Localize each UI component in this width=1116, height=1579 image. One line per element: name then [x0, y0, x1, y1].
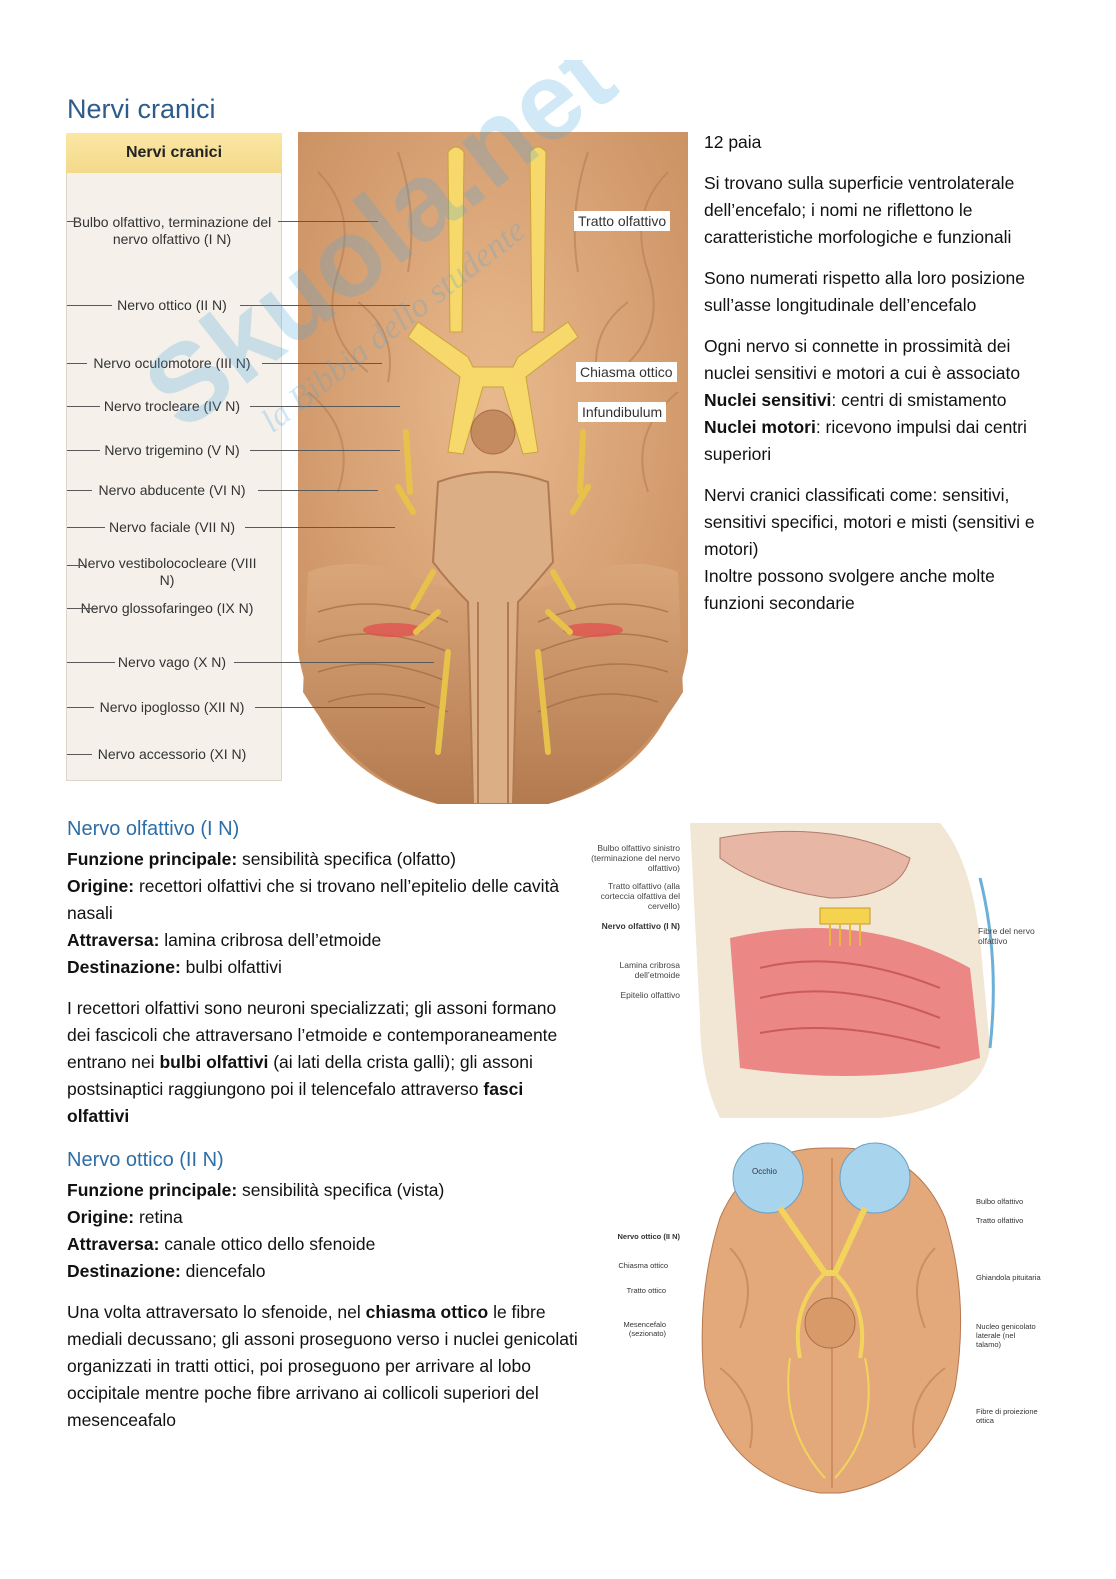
- optic-fig-label-olfactory-bulb: Bulbo olfattivo: [976, 1197, 1024, 1206]
- intro-p6: Nuclei motori: ricevono impulsi dai cent…: [704, 417, 1027, 464]
- intro-p8: Inoltre possono svolgere anche molte fun…: [704, 566, 995, 613]
- label-facial: Nervo faciale (VII N): [108, 519, 236, 535]
- optic-fig-label-midbrain: Mesencefalo (sezionato): [623, 1320, 666, 1338]
- page-title: Nervi cranici: [67, 94, 216, 124]
- intro-p7: Nervi cranici classificati come: sensiti…: [704, 485, 1035, 559]
- figure1-panel-title: Nervi cranici: [66, 133, 282, 173]
- optic-details: Funzione principale: sensibilità specifi…: [67, 1177, 587, 1434]
- optic-fig-label-lgn: Nucleo genicolato laterale (nel talamo): [976, 1322, 1036, 1349]
- olfactory-fig-label-bulb: Bulbo olfattivo sinistro (terminazione d…: [591, 843, 680, 873]
- label-vagus: Nervo vago (X N): [117, 654, 227, 670]
- optic-description: Una volta attraversato lo sfenoide, nel …: [67, 1302, 578, 1430]
- optic-fig-label-projection: Fibre di proiezione ottica: [976, 1407, 1038, 1425]
- label-trigeminal: Nervo trigemino (V N): [104, 442, 240, 458]
- optic-fig-label-pituitary: Ghiandola pituitaria: [976, 1273, 1041, 1282]
- olfactory-fig-label-lamina: Lamina cribrosa dell’etmoide: [619, 960, 680, 980]
- label-infundibulum: Infundibulum: [578, 402, 667, 422]
- intro-p5: Nuclei sensitivi: centri di smistamento: [704, 390, 1007, 410]
- label-glossopharyngeal: Nervo glossofaringeo (IX N): [80, 600, 254, 616]
- label-oculomotor: Nervo oculomotore (III N): [93, 355, 251, 371]
- label-vestibulocochlear: Nervo vestibolococleare (VIII N): [77, 555, 257, 588]
- label-trochlear: Nervo trocleare (IV N): [103, 398, 241, 414]
- label-abducens: Nervo abducente (VI N): [98, 482, 246, 498]
- optic-fig-label-tract: Tratto ottico: [626, 1286, 666, 1295]
- olfactory-fig-label-epithelium: Epitelio olfattivo: [620, 990, 680, 1000]
- olfactory-fig-label-fibers: Fibre del nervo olfattivo: [978, 926, 1035, 946]
- label-accessory: Nervo accessorio (XI N): [97, 746, 247, 762]
- olfactory-nerve-illustration: [690, 823, 995, 1118]
- intro-text: 12 paia Si trovano sulla superficie vent…: [704, 129, 1049, 617]
- optic-fig-label-eye: Occhio: [752, 1167, 777, 1176]
- figure1-label-panel: [66, 133, 282, 781]
- optic-fig-label-nerve: Nervo ottico (II N): [617, 1232, 680, 1241]
- label-optic-nerve: Nervo ottico (II N): [117, 297, 227, 313]
- optic-nerve-illustration: [701, 1142, 962, 1494]
- intro-p2: Si trovano sulla superficie ventrolatera…: [704, 173, 1015, 247]
- label-optic-chiasm: Chiasma ottico: [576, 362, 677, 382]
- intro-p1: 12 paia: [704, 132, 762, 152]
- olfactory-details: Funzione principale: sensibilità specifi…: [67, 846, 567, 1130]
- label-hypoglossal: Nervo ipoglosso (XII N): [99, 699, 245, 715]
- olfactory-description: I recettori olfattivi sono neuroni speci…: [67, 998, 558, 1126]
- label-olfactory-tract: Tratto olfattivo: [574, 211, 671, 231]
- olfactory-fig-label-nerve: Nervo olfattivo (I N): [601, 921, 680, 931]
- heading-optic-nerve: Nervo ottico (II N): [67, 1149, 224, 1171]
- optic-fig-label-chiasm: Chiasma ottico: [618, 1261, 668, 1270]
- olfactory-fig-label-tract: Tratto olfattivo (alla corteccia olfatti…: [600, 881, 680, 911]
- intro-p4: Ogni nervo si connette in prossimità dei…: [704, 336, 1021, 383]
- heading-olfactory-nerve: Nervo olfattivo (I N): [67, 818, 240, 840]
- intro-p3: Sono numerati rispetto alla loro posizio…: [704, 268, 1026, 315]
- brain-base-illustration: [298, 132, 688, 804]
- label-olfactory-bulb: Bulbo olfattivo, terminazione del nervo …: [72, 214, 272, 247]
- optic-fig-label-olfactory-tract: Tratto olfattivo: [976, 1216, 1024, 1225]
